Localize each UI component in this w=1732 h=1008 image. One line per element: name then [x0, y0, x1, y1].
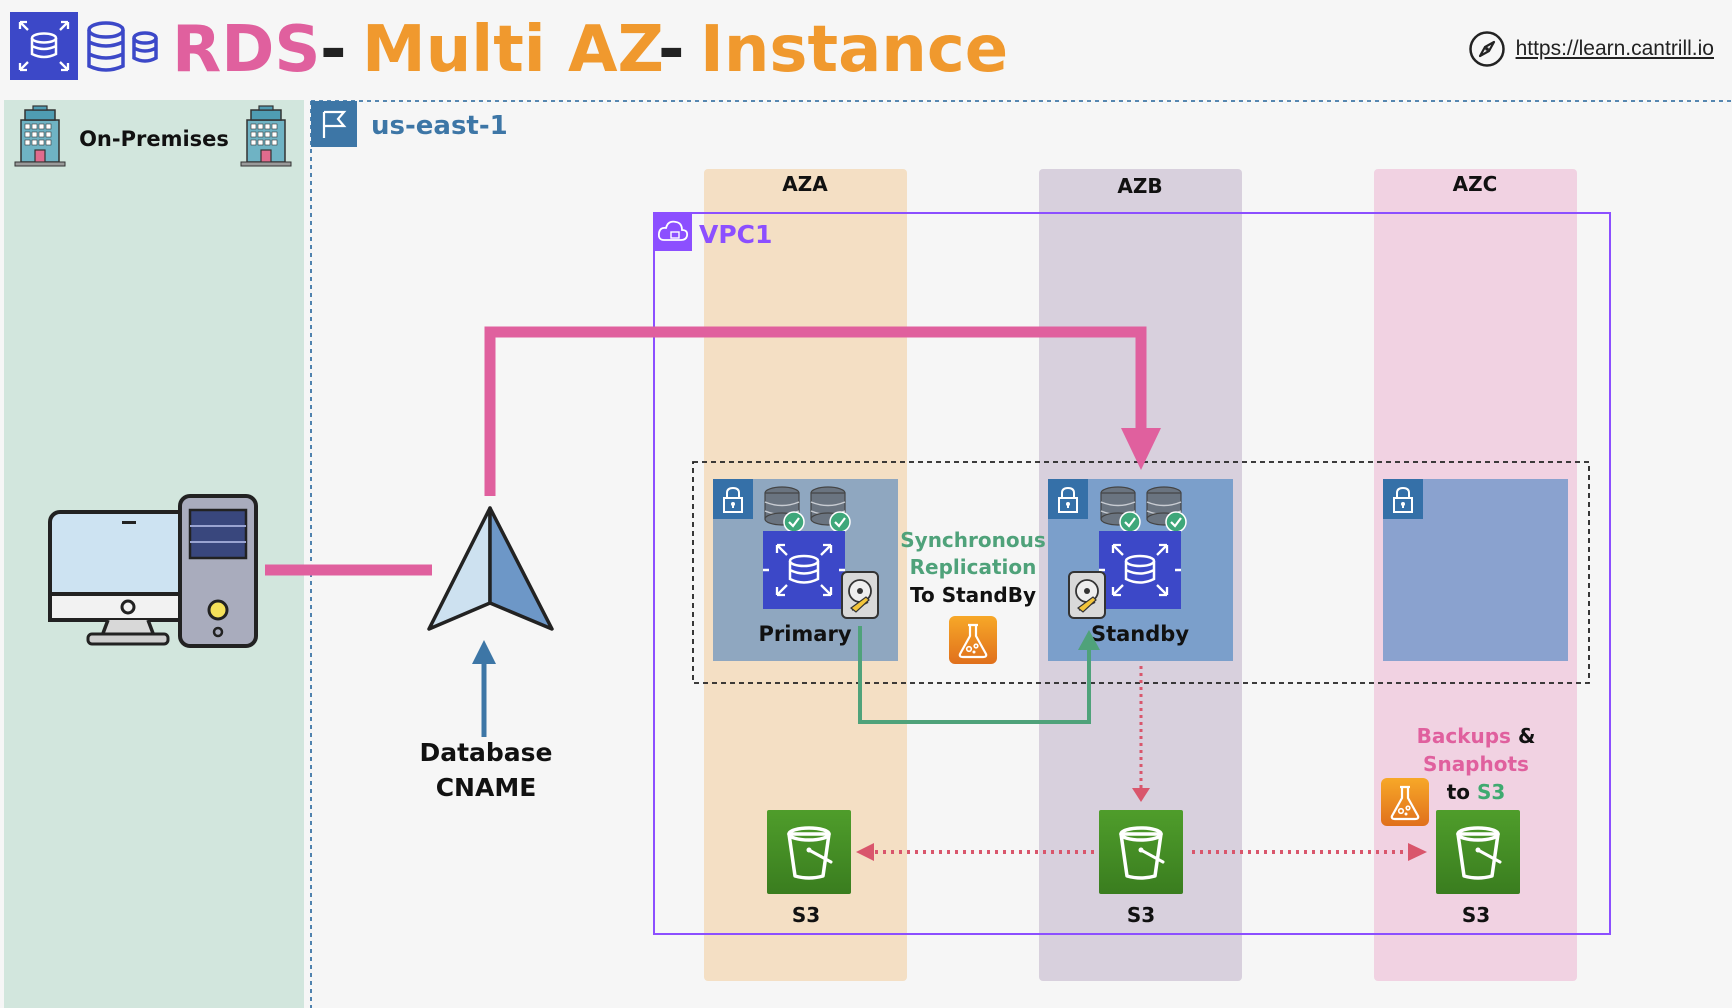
- on-premises-label: On-Premises: [79, 127, 229, 151]
- replication-line-3: To StandBy: [910, 583, 1036, 607]
- ebs-disk-icon: [1068, 571, 1106, 619]
- standby-label: Standby: [1091, 622, 1189, 646]
- course-link-text[interactable]: https://learn.cantrill.io: [1515, 37, 1714, 60]
- region-boundary: us-east-1: [310, 100, 1732, 1008]
- vpc-boundary: VPC1: [653, 212, 1611, 935]
- s3-bucket-az-b[interactable]: S3: [1097, 808, 1185, 927]
- primary-instance[interactable]: Primary: [758, 485, 879, 646]
- database-endpoint[interactable]: Database CNAME: [419, 506, 554, 802]
- title-multi-az: Multi AZ: [362, 13, 664, 87]
- database-stack-icon: [87, 21, 158, 72]
- az-b-label: AZB: [1117, 174, 1162, 198]
- vpc-label: VPC1: [699, 220, 772, 249]
- availability-zones: AZA AZB AZC: [704, 169, 1577, 981]
- ebs-disk-icon: [841, 571, 879, 619]
- az-c-label: AZC: [1453, 172, 1498, 196]
- rds-instance-icon: [1097, 529, 1183, 611]
- vpc-cloud-icon: [654, 213, 692, 251]
- s3-bucket-icon: [765, 808, 853, 896]
- s3-bucket-icon: [1434, 808, 1522, 896]
- replication-annotation: Synchronous Replication To StandBy: [900, 528, 1046, 666]
- flask-icon: [947, 614, 999, 666]
- endpoint-line-2: CNAME: [436, 773, 537, 802]
- s3-label: S3: [1462, 903, 1490, 927]
- region-flag-icon: [311, 101, 357, 147]
- replication-line-2: Replication: [910, 555, 1037, 579]
- flask-icon: [1379, 776, 1431, 828]
- lock-icon: [1382, 478, 1424, 520]
- title-rds: RDS: [172, 13, 321, 87]
- desktop-computer-icon: [48, 494, 258, 648]
- standby-instance[interactable]: Standby: [1068, 485, 1189, 646]
- title-separator-1: -: [320, 13, 347, 87]
- backups-line-1: Backups &: [1417, 724, 1536, 748]
- replication-line-1: Synchronous: [900, 528, 1046, 552]
- s3-label: S3: [1127, 903, 1155, 927]
- s3-bucket-az-c[interactable]: S3: [1434, 808, 1522, 927]
- client-computer[interactable]: [48, 494, 258, 648]
- rds-service-icon: [10, 12, 78, 80]
- lock-icon: [1047, 478, 1089, 520]
- az-a-label: AZA: [782, 172, 828, 196]
- backups-line-3: to S3: [1447, 780, 1506, 804]
- replication-arrow: [858, 626, 1100, 724]
- s3-bucket-az-a[interactable]: S3: [765, 808, 853, 927]
- route53-endpoint-icon: [427, 506, 554, 631]
- backup-arrows: [856, 666, 1427, 861]
- backups-line-2: Snaphots: [1423, 752, 1529, 776]
- backups-annotation: Backups & Snaphots to S3: [1379, 724, 1536, 828]
- course-link[interactable]: https://learn.cantrill.io: [1468, 30, 1714, 68]
- endpoint-line-1: Database: [419, 738, 552, 767]
- subnets: [692, 461, 1590, 684]
- compass-icon: [1468, 31, 1505, 67]
- title-separator-2: -: [658, 13, 685, 87]
- primary-label: Primary: [758, 622, 851, 646]
- s3-label: S3: [792, 903, 820, 927]
- rds-instance-icon: [761, 529, 847, 611]
- lock-icon: [712, 478, 754, 520]
- title-instance: Instance: [700, 13, 1008, 87]
- header: RDS - Multi AZ - Instance: [10, 12, 1008, 87]
- s3-bucket-icon: [1097, 808, 1185, 896]
- failover-cname-arrow: [484, 326, 1161, 496]
- region-label: us-east-1: [371, 111, 508, 141]
